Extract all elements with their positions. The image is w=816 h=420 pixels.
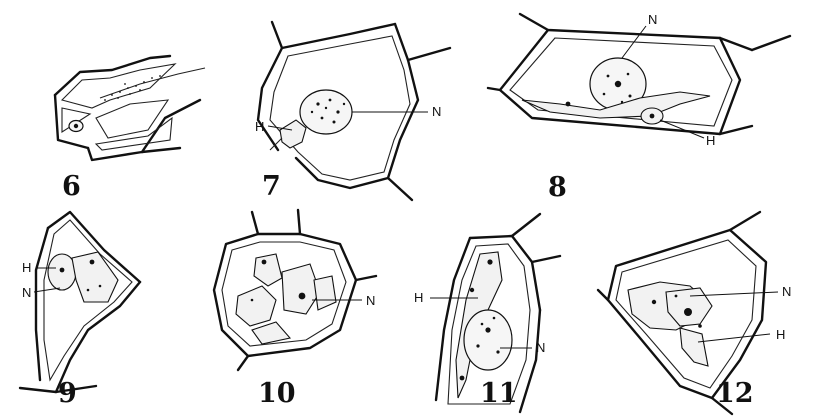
label-N: N <box>782 284 791 299</box>
nucleus-N <box>684 308 692 316</box>
figure-12: N H 12 <box>598 212 791 414</box>
label-H: H <box>706 133 715 148</box>
figure-number: 12 <box>716 378 754 409</box>
haustorium-H <box>280 120 306 148</box>
label-N: N <box>366 293 375 308</box>
figure-9: H N 9 <box>20 212 140 409</box>
figure-number: 10 <box>258 378 296 409</box>
nucleus-N <box>300 90 352 134</box>
figure-number: 7 <box>262 171 281 202</box>
figure-number: 11 <box>480 378 518 409</box>
label-N: N <box>648 12 657 27</box>
figure-number: 8 <box>548 172 567 203</box>
label-H: H <box>414 290 423 305</box>
label-H: H <box>22 260 31 275</box>
figure-number: 6 <box>62 171 81 202</box>
figure-10: N 10 <box>214 210 376 409</box>
label-N: N <box>432 104 441 119</box>
label-H: H <box>255 119 264 134</box>
figure-number: 9 <box>58 378 77 409</box>
label-N: N <box>536 340 545 355</box>
figure-11: H N 11 <box>414 214 560 412</box>
label-H: H <box>776 327 785 342</box>
figure-7: H N 7 <box>255 22 450 202</box>
nucleus-N <box>299 293 306 300</box>
hyphae-H <box>680 328 708 366</box>
figure-8: N H 8 <box>488 12 790 203</box>
label-N: N <box>22 285 31 300</box>
nucleus-N <box>464 310 512 370</box>
figure-6: 6 <box>55 56 205 202</box>
